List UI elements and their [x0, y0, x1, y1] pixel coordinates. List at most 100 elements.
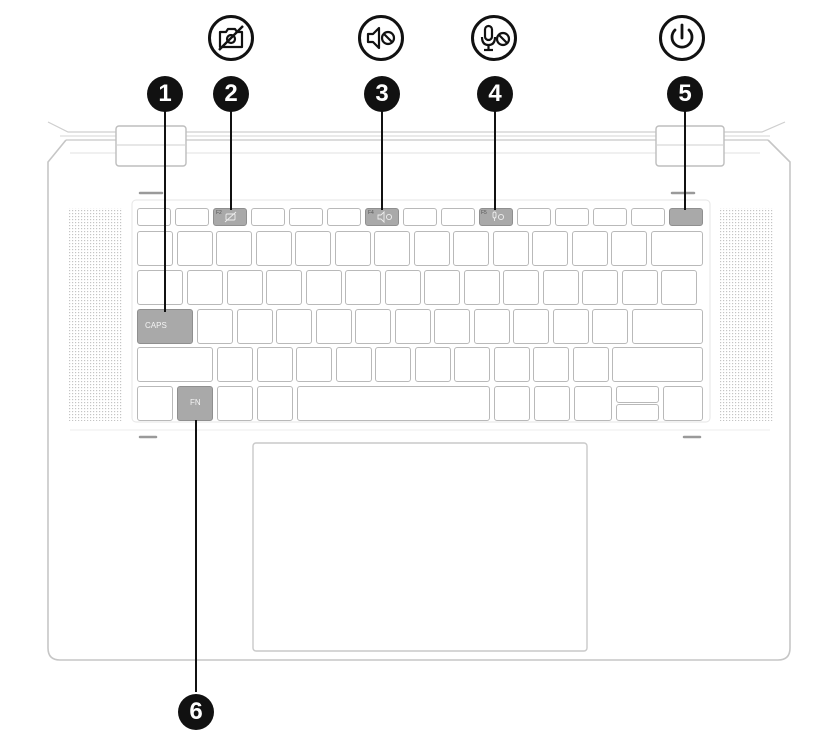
- left-shift-key: [137, 347, 213, 382]
- keyboard-key: [217, 347, 253, 382]
- left-hinge: [115, 125, 187, 167]
- ctrl-right-key: [534, 386, 570, 421]
- keyboard-key: [542, 270, 579, 305]
- keyboard-key: [255, 231, 292, 266]
- left-speaker-grille: [68, 208, 122, 421]
- keyboard-key: [592, 309, 628, 344]
- keyboard-key: [216, 231, 252, 266]
- keyboard-key: [305, 270, 342, 305]
- keyboard-key: [454, 347, 490, 382]
- spacebar: [297, 386, 490, 421]
- f2-key-label: F2: [216, 210, 222, 216]
- keyboard-key: [137, 231, 173, 266]
- keyboard-key: [571, 231, 608, 266]
- microphone-mute-icon: [471, 15, 517, 61]
- keyboard-key: [375, 347, 411, 382]
- keyboard-key: [345, 270, 381, 305]
- keyboard-key: [424, 270, 460, 305]
- callout-badge-4: 4: [477, 76, 513, 112]
- keyboard-key: [572, 347, 609, 382]
- function-key: [137, 208, 171, 226]
- keyboard-key: [582, 270, 618, 305]
- keyboard-key: [197, 309, 233, 344]
- keyboard-key: [355, 309, 391, 344]
- right-hinge: [655, 125, 725, 167]
- function-key: [289, 208, 323, 226]
- keyboard-key: [453, 231, 489, 266]
- keyboard-key: [621, 270, 658, 305]
- enter-key: [631, 309, 703, 344]
- keyboard-key: [473, 309, 510, 344]
- right-arrow-key: [663, 386, 703, 421]
- keyboard-key: [187, 270, 223, 305]
- keyboard-key: [414, 347, 451, 382]
- fn-key: [177, 386, 213, 421]
- keyboard-key: [315, 309, 352, 344]
- left-arrow-key: [574, 386, 612, 421]
- camera-privacy-icon: [208, 15, 254, 61]
- keyboard-key: [513, 309, 549, 344]
- windows-key: [217, 386, 253, 421]
- function-key: [555, 208, 589, 226]
- function-key: [441, 208, 475, 226]
- function-key: [593, 208, 627, 226]
- keyboard-key: [176, 231, 213, 266]
- keyboard-key: [552, 309, 589, 344]
- function-key: [631, 208, 665, 226]
- keyboard-key: [611, 231, 647, 266]
- keyboard-key: [226, 270, 263, 305]
- ctrl-key: [137, 386, 173, 421]
- keyboard-key: [661, 270, 697, 305]
- keyboard-key: [493, 347, 530, 382]
- keyboard-key: [334, 231, 371, 266]
- function-key: [403, 208, 437, 226]
- up-arrow-key: [616, 386, 659, 403]
- keyboard-key: [295, 231, 331, 266]
- caps-key-label: CAPS: [145, 321, 167, 330]
- tab-key: [137, 270, 183, 305]
- keyboard-key: [384, 270, 421, 305]
- callout-badge-5: 5: [667, 76, 703, 112]
- callout-badge-1: 1: [147, 76, 183, 112]
- power-button: [669, 208, 703, 226]
- keyboard-key: [532, 231, 568, 266]
- callout-badge-2: 2: [213, 76, 249, 112]
- right-speaker-grille: [719, 208, 773, 421]
- alt-gr-key: [494, 386, 530, 421]
- fn-key-label: FN: [190, 398, 201, 407]
- function-key: [327, 208, 361, 226]
- alt-key: [257, 386, 293, 421]
- keyboard-key: [266, 270, 302, 305]
- callout-badge-6: 6: [178, 694, 214, 730]
- keyboard-key: [236, 309, 273, 344]
- backspace-key: [650, 231, 703, 266]
- power-icon: [659, 15, 705, 61]
- keyboard-key: [463, 270, 500, 305]
- keyboard-well: [131, 199, 711, 423]
- display-edge-line: [47, 121, 786, 133]
- down-arrow-key: [616, 404, 659, 421]
- keyboard-key: [503, 270, 539, 305]
- keyboard-key: [533, 347, 569, 382]
- volume-mute-icon: [358, 15, 404, 61]
- right-shift-key: [612, 347, 703, 382]
- keyboard-key: [276, 309, 312, 344]
- base-outline: [47, 139, 791, 661]
- function-key: [175, 208, 209, 226]
- keyboard-key: [434, 309, 470, 344]
- touchpad: [252, 442, 588, 652]
- keyboard-key: [374, 231, 410, 266]
- f4-key-label: F4: [368, 210, 374, 216]
- keyboard-key: [413, 231, 450, 266]
- f5-key-label: F5: [481, 210, 487, 216]
- keyboard-key: [256, 347, 293, 382]
- function-key: [251, 208, 285, 226]
- callout-badge-3: 3: [364, 76, 400, 112]
- keyboard-key: [394, 309, 431, 344]
- keyboard-key: [492, 231, 529, 266]
- function-key: [517, 208, 551, 226]
- keyboard-key: [296, 347, 332, 382]
